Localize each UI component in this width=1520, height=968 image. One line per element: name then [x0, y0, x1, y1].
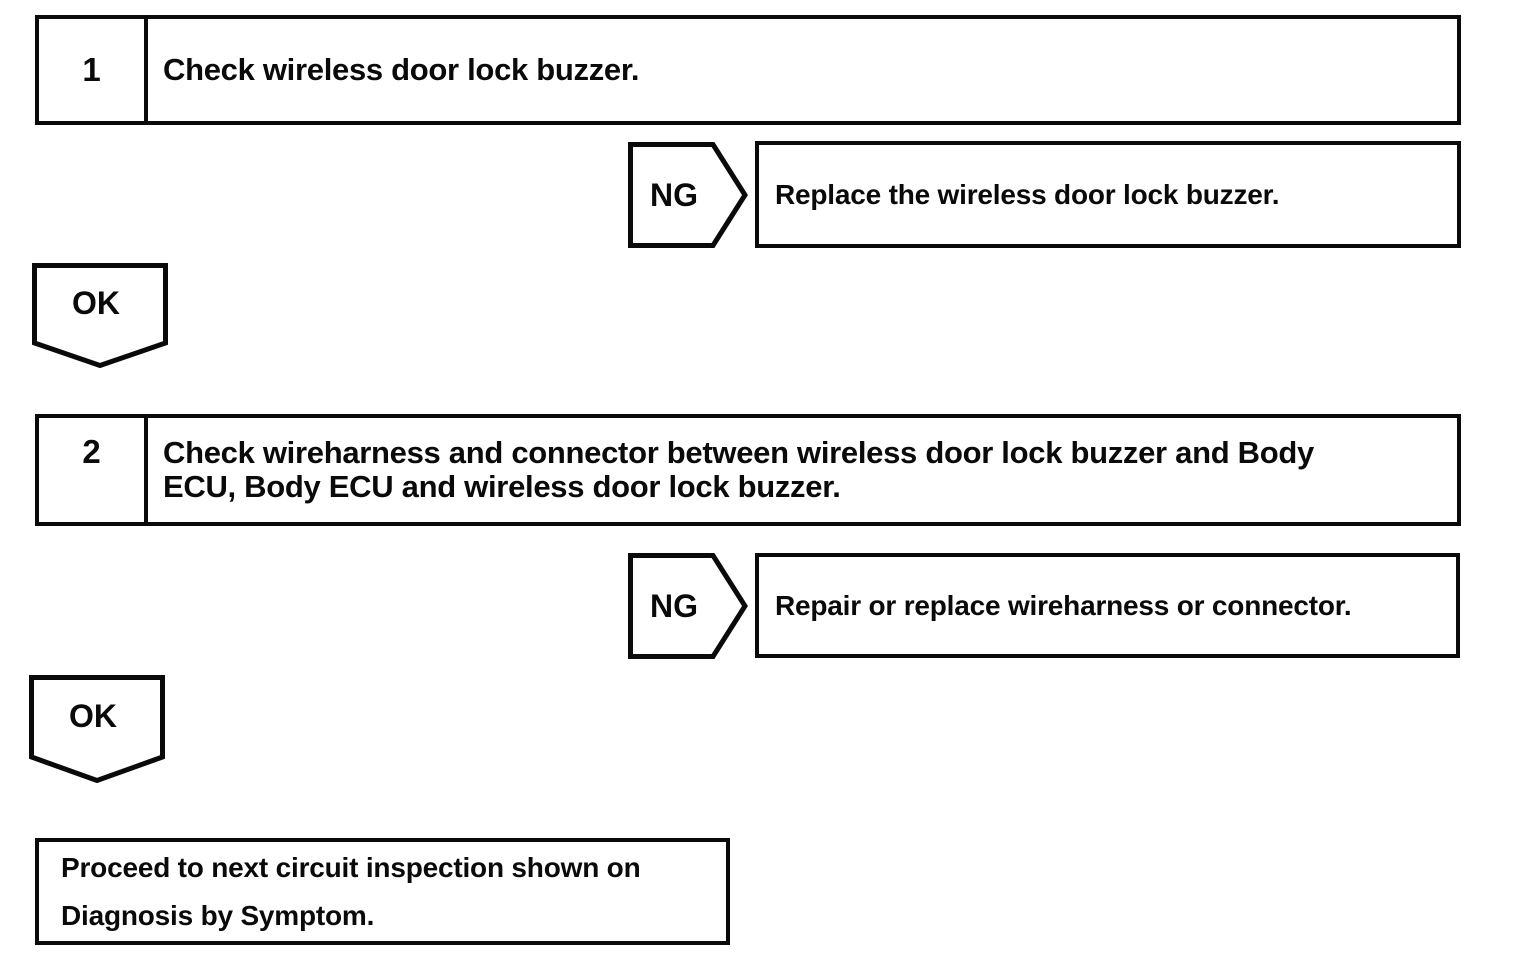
final-action-line-1: Proceed to next circuit inspection shown… — [61, 851, 641, 883]
step-2-number: 2 — [39, 418, 148, 522]
step-2-ng-arrow: NG — [628, 553, 748, 659]
step-1-ng-action-box: Replace the wireless door lock buzzer. — [755, 141, 1461, 248]
final-action-box: Proceed to next circuit inspection shown… — [35, 838, 730, 945]
step-1-box: 1 Check wireless door lock buzzer. — [35, 15, 1461, 125]
step-1-number: 1 — [39, 19, 148, 121]
step-2-ng-label: NG — [650, 587, 698, 624]
step-1-ng-action-text: Replace the wireless door lock buzzer. — [775, 178, 1280, 210]
step-1-ng-arrow: NG — [628, 142, 748, 248]
step-2-instruction: Check wireharness and connector between … — [148, 418, 1457, 522]
step-2-ng-action-text: Repair or replace wireharness or connect… — [775, 589, 1352, 621]
ok-arrow-icon — [29, 675, 165, 783]
ng-arrow-icon — [628, 553, 748, 659]
step-2-instruction-line-1: Check wireharness and connector between … — [163, 435, 1314, 470]
step-1-ok-label: OK — [72, 284, 120, 321]
step-1-ok-arrow: OK — [32, 263, 168, 368]
step-1-instruction-line: Check wireless door lock buzzer. — [163, 52, 640, 87]
ok-arrow-icon — [32, 263, 168, 368]
step-2-box: 2 Check wireharness and connector betwee… — [35, 414, 1461, 526]
step-2-ng-action-box: Repair or replace wireharness or connect… — [755, 553, 1460, 658]
step-2-ok-label: OK — [69, 698, 117, 734]
step-2-instruction-line-2: ECU, Body ECU and wireless door lock buz… — [163, 469, 841, 504]
final-action-line-2: Diagnosis by Symptom. — [61, 899, 375, 931]
step-1-ng-label: NG — [650, 176, 698, 213]
step-2-ok-arrow: OK — [29, 675, 165, 783]
ng-arrow-icon — [628, 142, 748, 248]
step-1-instruction: Check wireless door lock buzzer. — [148, 19, 1457, 121]
